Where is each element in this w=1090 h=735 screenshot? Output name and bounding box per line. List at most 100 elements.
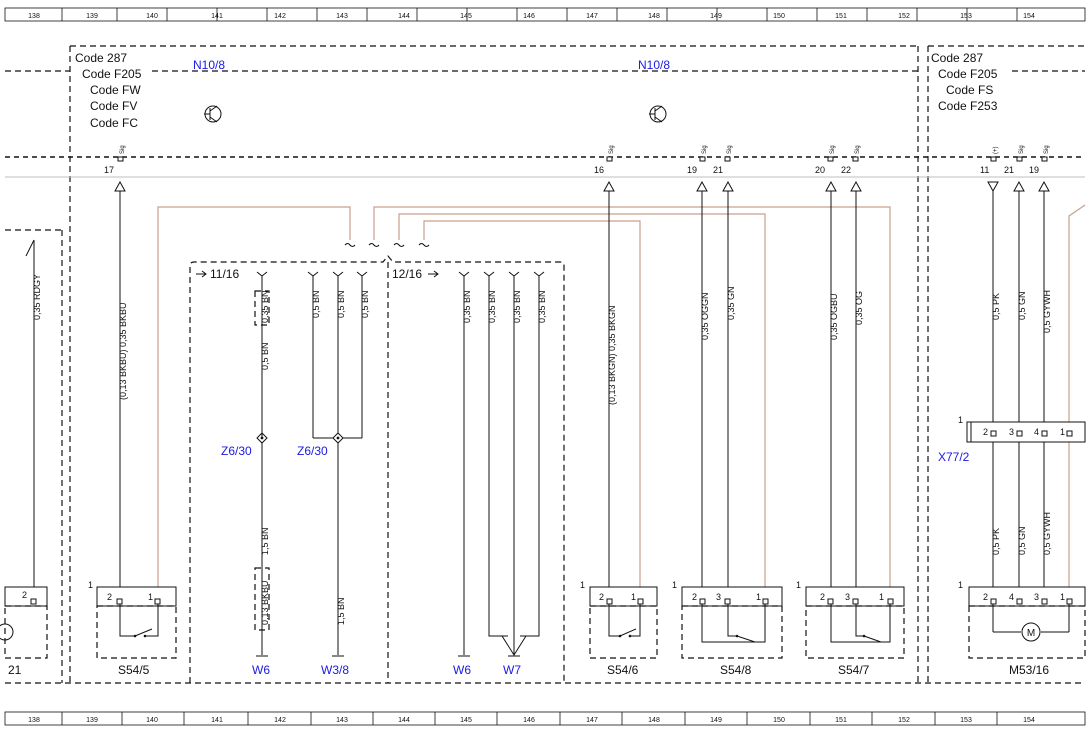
ruler-bottom-149: 149 xyxy=(710,717,722,724)
sig-label: Sig xyxy=(830,145,836,154)
ruler-top-144: 144 xyxy=(398,13,410,20)
pin-11: 11 xyxy=(980,165,989,175)
ruler-bottom-138: 138 xyxy=(28,717,40,724)
connector-pin-1-marker: 1 xyxy=(958,415,963,425)
codes-right: Code 287 Code F205 Code FS Code F253 xyxy=(931,51,998,113)
ruler-bottom-145: 145 xyxy=(460,717,472,724)
bn-conductors-12-16: 0,35 BN 0,35 BN 0,35 BN 0,35 BN xyxy=(458,271,547,657)
ruler-bottom-152: 152 xyxy=(898,717,910,724)
code-frames xyxy=(5,45,1085,684)
ruler-top-150: 150 xyxy=(773,13,785,20)
wire-label-bkbu-small: 0,13 BKBU xyxy=(260,580,270,625)
ruler-bottom-141: 141 xyxy=(211,717,223,724)
code-f205-right: Code F205 xyxy=(938,67,998,81)
switch-s54-7[interactable]: 1 2 3 1 S54/7 xyxy=(796,580,905,677)
ruler-bottom-147: 147 xyxy=(586,717,598,724)
motor-pin: 1 xyxy=(1060,592,1065,602)
pin-21-right: 21 xyxy=(1004,165,1014,175)
ground-w7[interactable]: W7 xyxy=(503,663,521,677)
module-label-center[interactable]: N10/8 xyxy=(638,58,670,72)
left-comp-pin: 2 xyxy=(22,590,27,600)
ref-12-16[interactable]: 12/16 xyxy=(392,267,422,281)
wire-label-bn: 1,5 BN xyxy=(260,527,270,555)
bn-conductors-left: 0,35 BN 0,5 BN 1,5 BN 0,13 BKBU xyxy=(254,271,270,657)
code-fc: Code FC xyxy=(90,116,138,130)
bn-conductors-right: 0,5 BN 0,5 BN 0,5 BN 1,5 BN xyxy=(307,271,370,657)
ruler-bottom: 138 139 140 141 142 143 144 145 146 147 … xyxy=(4,711,1086,726)
ref-11-16[interactable]: 11/16 xyxy=(210,267,239,281)
wire-label-pk-lower: 0,5 PK xyxy=(991,528,1001,555)
pin-21: 21 xyxy=(713,165,723,175)
wire-label-gn-lower: 0,5 GN xyxy=(1017,526,1027,555)
ruler-bottom-150: 150 xyxy=(773,717,785,724)
switch-s54-8[interactable]: 1 2 3 1 S54/8 xyxy=(672,580,783,677)
module-label-left[interactable]: N10/8 xyxy=(193,58,225,72)
switch-pin: 2 xyxy=(692,592,697,602)
pin-16: 16 xyxy=(594,165,604,175)
component-pin-1-marker: 1 xyxy=(672,580,677,590)
component-pin-1-marker: 1 xyxy=(88,580,93,590)
switch-s54-5[interactable]: 1 2 1 S54/5 xyxy=(88,580,177,677)
svg-text:M: M xyxy=(1027,628,1035,639)
ruler-bottom-143: 143 xyxy=(336,717,348,724)
wire-label-og: 0,35 OG xyxy=(854,291,864,325)
sig-label: Sig xyxy=(855,145,861,154)
wire-label-bn: 0,5 BN xyxy=(360,290,370,318)
code-fv: Code FV xyxy=(90,99,137,113)
wire-label-pk: 0,5 PK xyxy=(991,293,1001,320)
switch-pin: 1 xyxy=(879,592,884,602)
switch-contact-icon xyxy=(608,604,641,638)
ruler-top-149: 149 xyxy=(710,13,722,20)
wire-label-gn: 0,35 GN xyxy=(726,286,736,320)
connector-pin: 1 xyxy=(1060,427,1065,437)
sig-label: Sig xyxy=(120,145,126,154)
code-f253: Code F253 xyxy=(938,99,998,113)
ground-w6-a[interactable]: W6 xyxy=(252,663,270,677)
switch-pin: 2 xyxy=(107,592,112,602)
wire-label-bn: 0,35 BN xyxy=(512,290,522,323)
ruler-top-148: 148 xyxy=(648,13,660,20)
wire-label-gywh: 0,5 GYWH xyxy=(1042,290,1052,333)
wire-label-bn: 0,5 BN xyxy=(260,342,270,370)
switch-contact-icon xyxy=(830,604,891,643)
code-f205-left: Code F205 xyxy=(82,67,142,81)
motor-m53-16[interactable]: 1 2 4 3 1 M M53/16 xyxy=(958,580,1086,677)
ground-w6-b[interactable]: W6 xyxy=(453,663,471,677)
switch-contact-icon xyxy=(119,604,159,638)
code-fw: Code FW xyxy=(90,83,141,97)
wire-label-bn: 0,35 BN xyxy=(462,290,472,323)
code-287-left: Code 287 xyxy=(75,51,127,65)
pin-17: 17 xyxy=(104,165,114,175)
motor-pin: 2 xyxy=(983,592,988,602)
connector-pin: 4 xyxy=(1034,427,1039,437)
sig-label: Sig xyxy=(727,145,733,154)
connector-label-x77-2[interactable]: X77/2 xyxy=(938,450,970,464)
wire-label-bn: 0,35 BN xyxy=(260,290,270,323)
ruler-bottom-151: 151 xyxy=(835,717,847,724)
ruler-top-152: 152 xyxy=(898,13,910,20)
ruler-top-142: 142 xyxy=(274,13,286,20)
shield-bracket xyxy=(189,255,565,683)
switch-pin: 1 xyxy=(148,592,153,602)
transistor-icon xyxy=(204,105,222,123)
splice-z6-30-b[interactable]: Z6/30 xyxy=(297,444,328,458)
switch-s54-6[interactable]: 1 2 1 S54/6 xyxy=(580,580,658,677)
ruler-top-141: 141 xyxy=(211,13,223,20)
switch-contact-icon xyxy=(701,604,766,643)
ruler-top-143: 143 xyxy=(336,13,348,20)
pin-19: 19 xyxy=(687,165,697,175)
motor-icon: M xyxy=(992,604,1070,642)
ground-w3-8[interactable]: W3/8 xyxy=(321,663,349,677)
splice-z6-30-a[interactable]: Z6/30 xyxy=(221,444,252,458)
ruler-bottom-140: 140 xyxy=(146,717,158,724)
switch-label-s54-6: S54/6 xyxy=(607,663,639,677)
wire-label-bn: 0,35 BN xyxy=(537,290,547,323)
ruler-top-151: 151 xyxy=(835,13,847,20)
switch-pin: 1 xyxy=(631,592,636,602)
transistor-icon xyxy=(649,105,667,123)
switch-pin: 2 xyxy=(599,592,604,602)
ruler-top-154: 154 xyxy=(1023,13,1035,20)
connector-x77-2[interactable]: 1 2 3 4 1 xyxy=(958,415,1086,443)
switch-label-s54-8: S54/8 xyxy=(720,663,752,677)
